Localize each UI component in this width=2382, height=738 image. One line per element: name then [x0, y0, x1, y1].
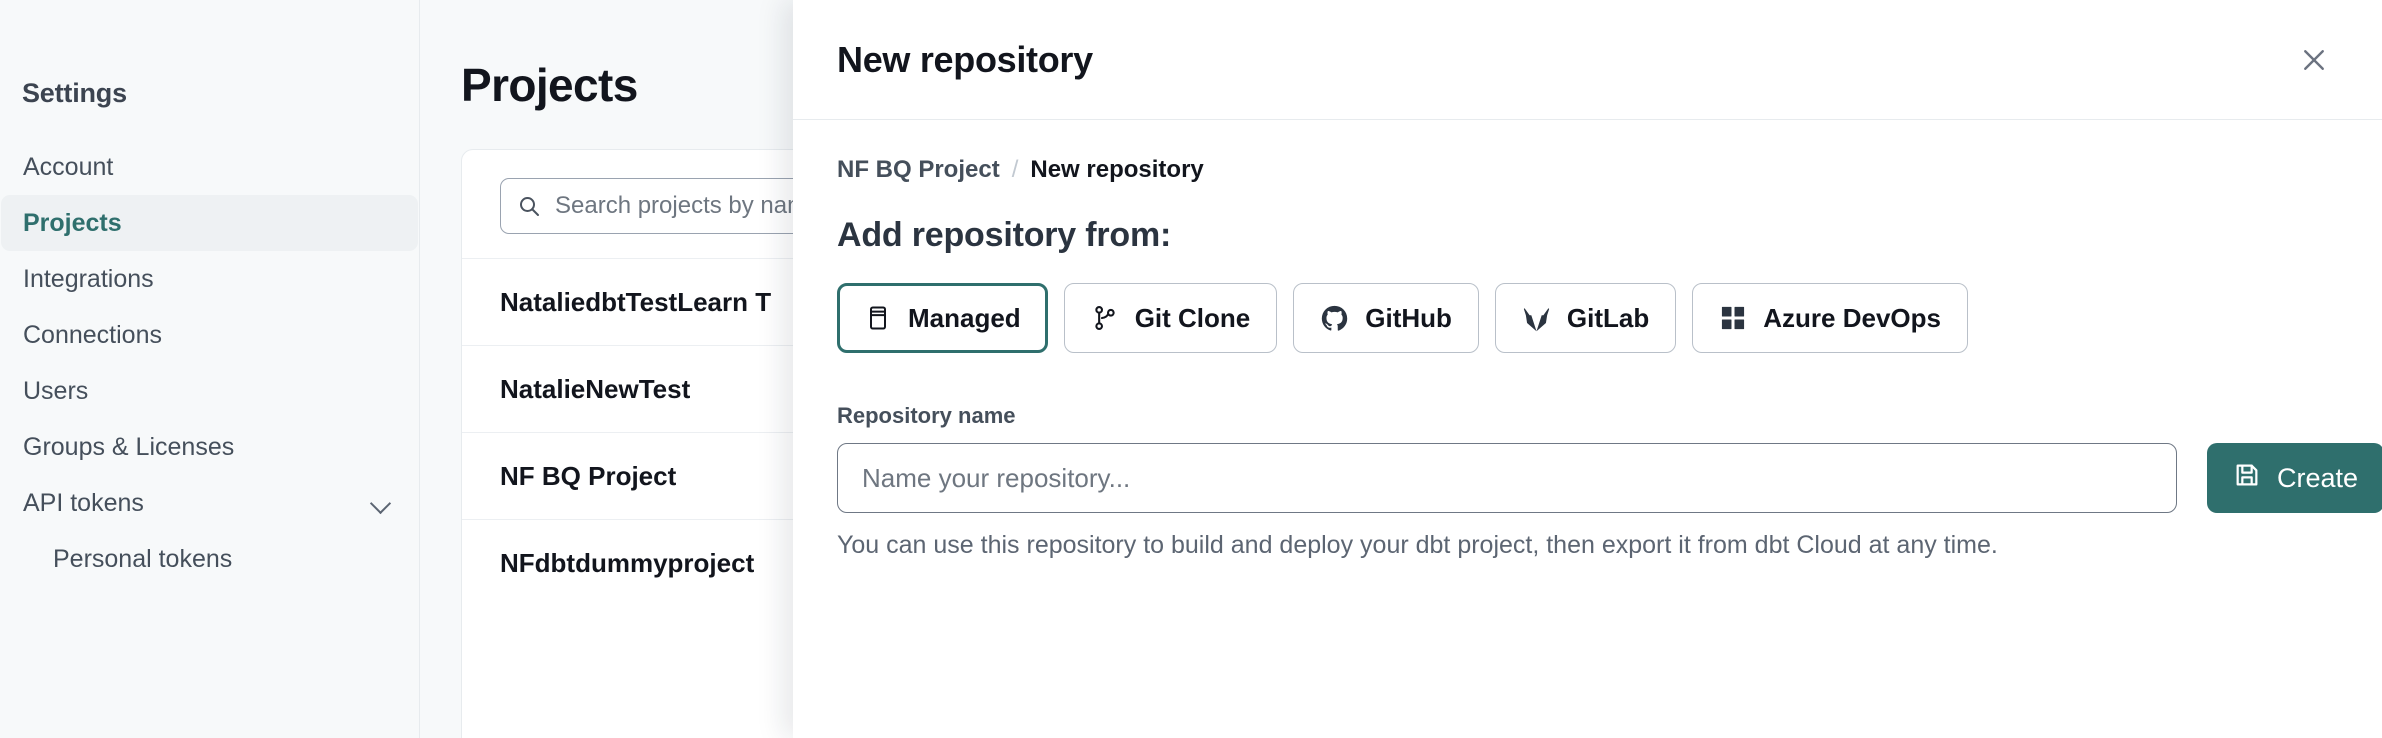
sidebar-title: Settings: [22, 78, 127, 108]
create-button-label: Create: [2277, 462, 2359, 493]
repository-source-options: Managed Git Clone GitHub GitLab Azure DevOps: [837, 283, 2338, 353]
sidebar-item-label: Projects: [23, 208, 122, 237]
modal-body: NF BQ Project / New repository Add repos…: [793, 120, 2382, 560]
project-name: NF BQ Project: [500, 460, 677, 491]
add-repository-from-title: Add repository from:: [837, 216, 1172, 254]
repository-name-row: Create: [837, 443, 2382, 513]
close-icon[interactable]: [2288, 34, 2340, 86]
sidebar-item-label: Users: [23, 376, 89, 405]
source-option-github[interactable]: GitHub: [1293, 283, 1479, 353]
save-icon: [2233, 461, 2261, 496]
page-title: Projects: [461, 59, 638, 111]
database-icon: [864, 304, 892, 332]
repository-name-input[interactable]: [837, 443, 2177, 513]
sidebar-item-groups-licenses[interactable]: Groups & Licenses: [1, 419, 418, 475]
modal-header: New repository: [793, 0, 2382, 120]
project-name: NataliedbtTestLearn T: [500, 286, 772, 317]
repository-name-label: Repository name: [837, 403, 1016, 428]
github-icon: [1320, 304, 1349, 333]
sidebar-item-projects[interactable]: Projects: [1, 195, 418, 251]
breadcrumb-separator: /: [1011, 156, 1019, 183]
modal-title: New repository: [837, 38, 1093, 80]
source-option-managed[interactable]: Managed: [837, 283, 1048, 353]
source-option-gitlab[interactable]: GitLab: [1494, 283, 1677, 353]
breadcrumb-parent-link[interactable]: NF BQ Project: [837, 156, 1000, 183]
sidebar-item-label: Groups & Licenses: [23, 432, 235, 461]
sidebar-item-users[interactable]: Users: [1, 363, 418, 419]
source-option-label: GitHub: [1365, 302, 1452, 333]
repository-help-text: You can use this repository to build and…: [837, 531, 1998, 559]
sidebar-item-api-tokens[interactable]: API tokens: [1, 475, 418, 531]
project-name: NFdbtdummyproject: [500, 547, 755, 578]
new-repository-modal: New repository NF BQ Project / New repos…: [793, 0, 2382, 738]
git-branch-icon: [1091, 304, 1119, 332]
chevron-down-icon[interactable]: [370, 492, 392, 514]
create-button[interactable]: Create: [2207, 443, 2382, 513]
project-name: NatalieNewTest: [500, 373, 691, 404]
source-option-label: Managed: [908, 302, 1021, 333]
sidebar-item-account[interactable]: Account: [1, 139, 418, 195]
source-option-azure-devops[interactable]: Azure DevOps: [1692, 283, 1968, 353]
sidebar-item-label: Connections: [23, 320, 162, 349]
sidebar-item-integrations[interactable]: Integrations: [1, 251, 418, 307]
search-icon: [517, 194, 541, 218]
gitlab-icon: [1522, 304, 1551, 333]
sidebar-item-label: Personal tokens: [53, 544, 233, 573]
search-placeholder-text: Search projects by name...: [555, 192, 841, 219]
sidebar-item-connections[interactable]: Connections: [1, 307, 418, 363]
breadcrumb: NF BQ Project / New repository: [837, 156, 2338, 184]
sidebar-item-label: API tokens: [23, 488, 144, 517]
source-option-label: Git Clone: [1134, 302, 1251, 333]
sidebar-item-label: Integrations: [23, 264, 154, 293]
source-option-git-clone[interactable]: Git Clone: [1063, 283, 1278, 353]
sidebar-item-personal-tokens[interactable]: Personal tokens: [1, 531, 418, 587]
source-option-label: GitLab: [1566, 302, 1650, 333]
repository-name-group: Repository name Create: [837, 403, 2382, 560]
azure-devops-icon: [1719, 304, 1747, 332]
breadcrumb-current: New repository: [1030, 156, 1204, 183]
sidebar-item-label: Account: [23, 152, 114, 181]
source-option-label: Azure DevOps: [1763, 302, 1941, 333]
